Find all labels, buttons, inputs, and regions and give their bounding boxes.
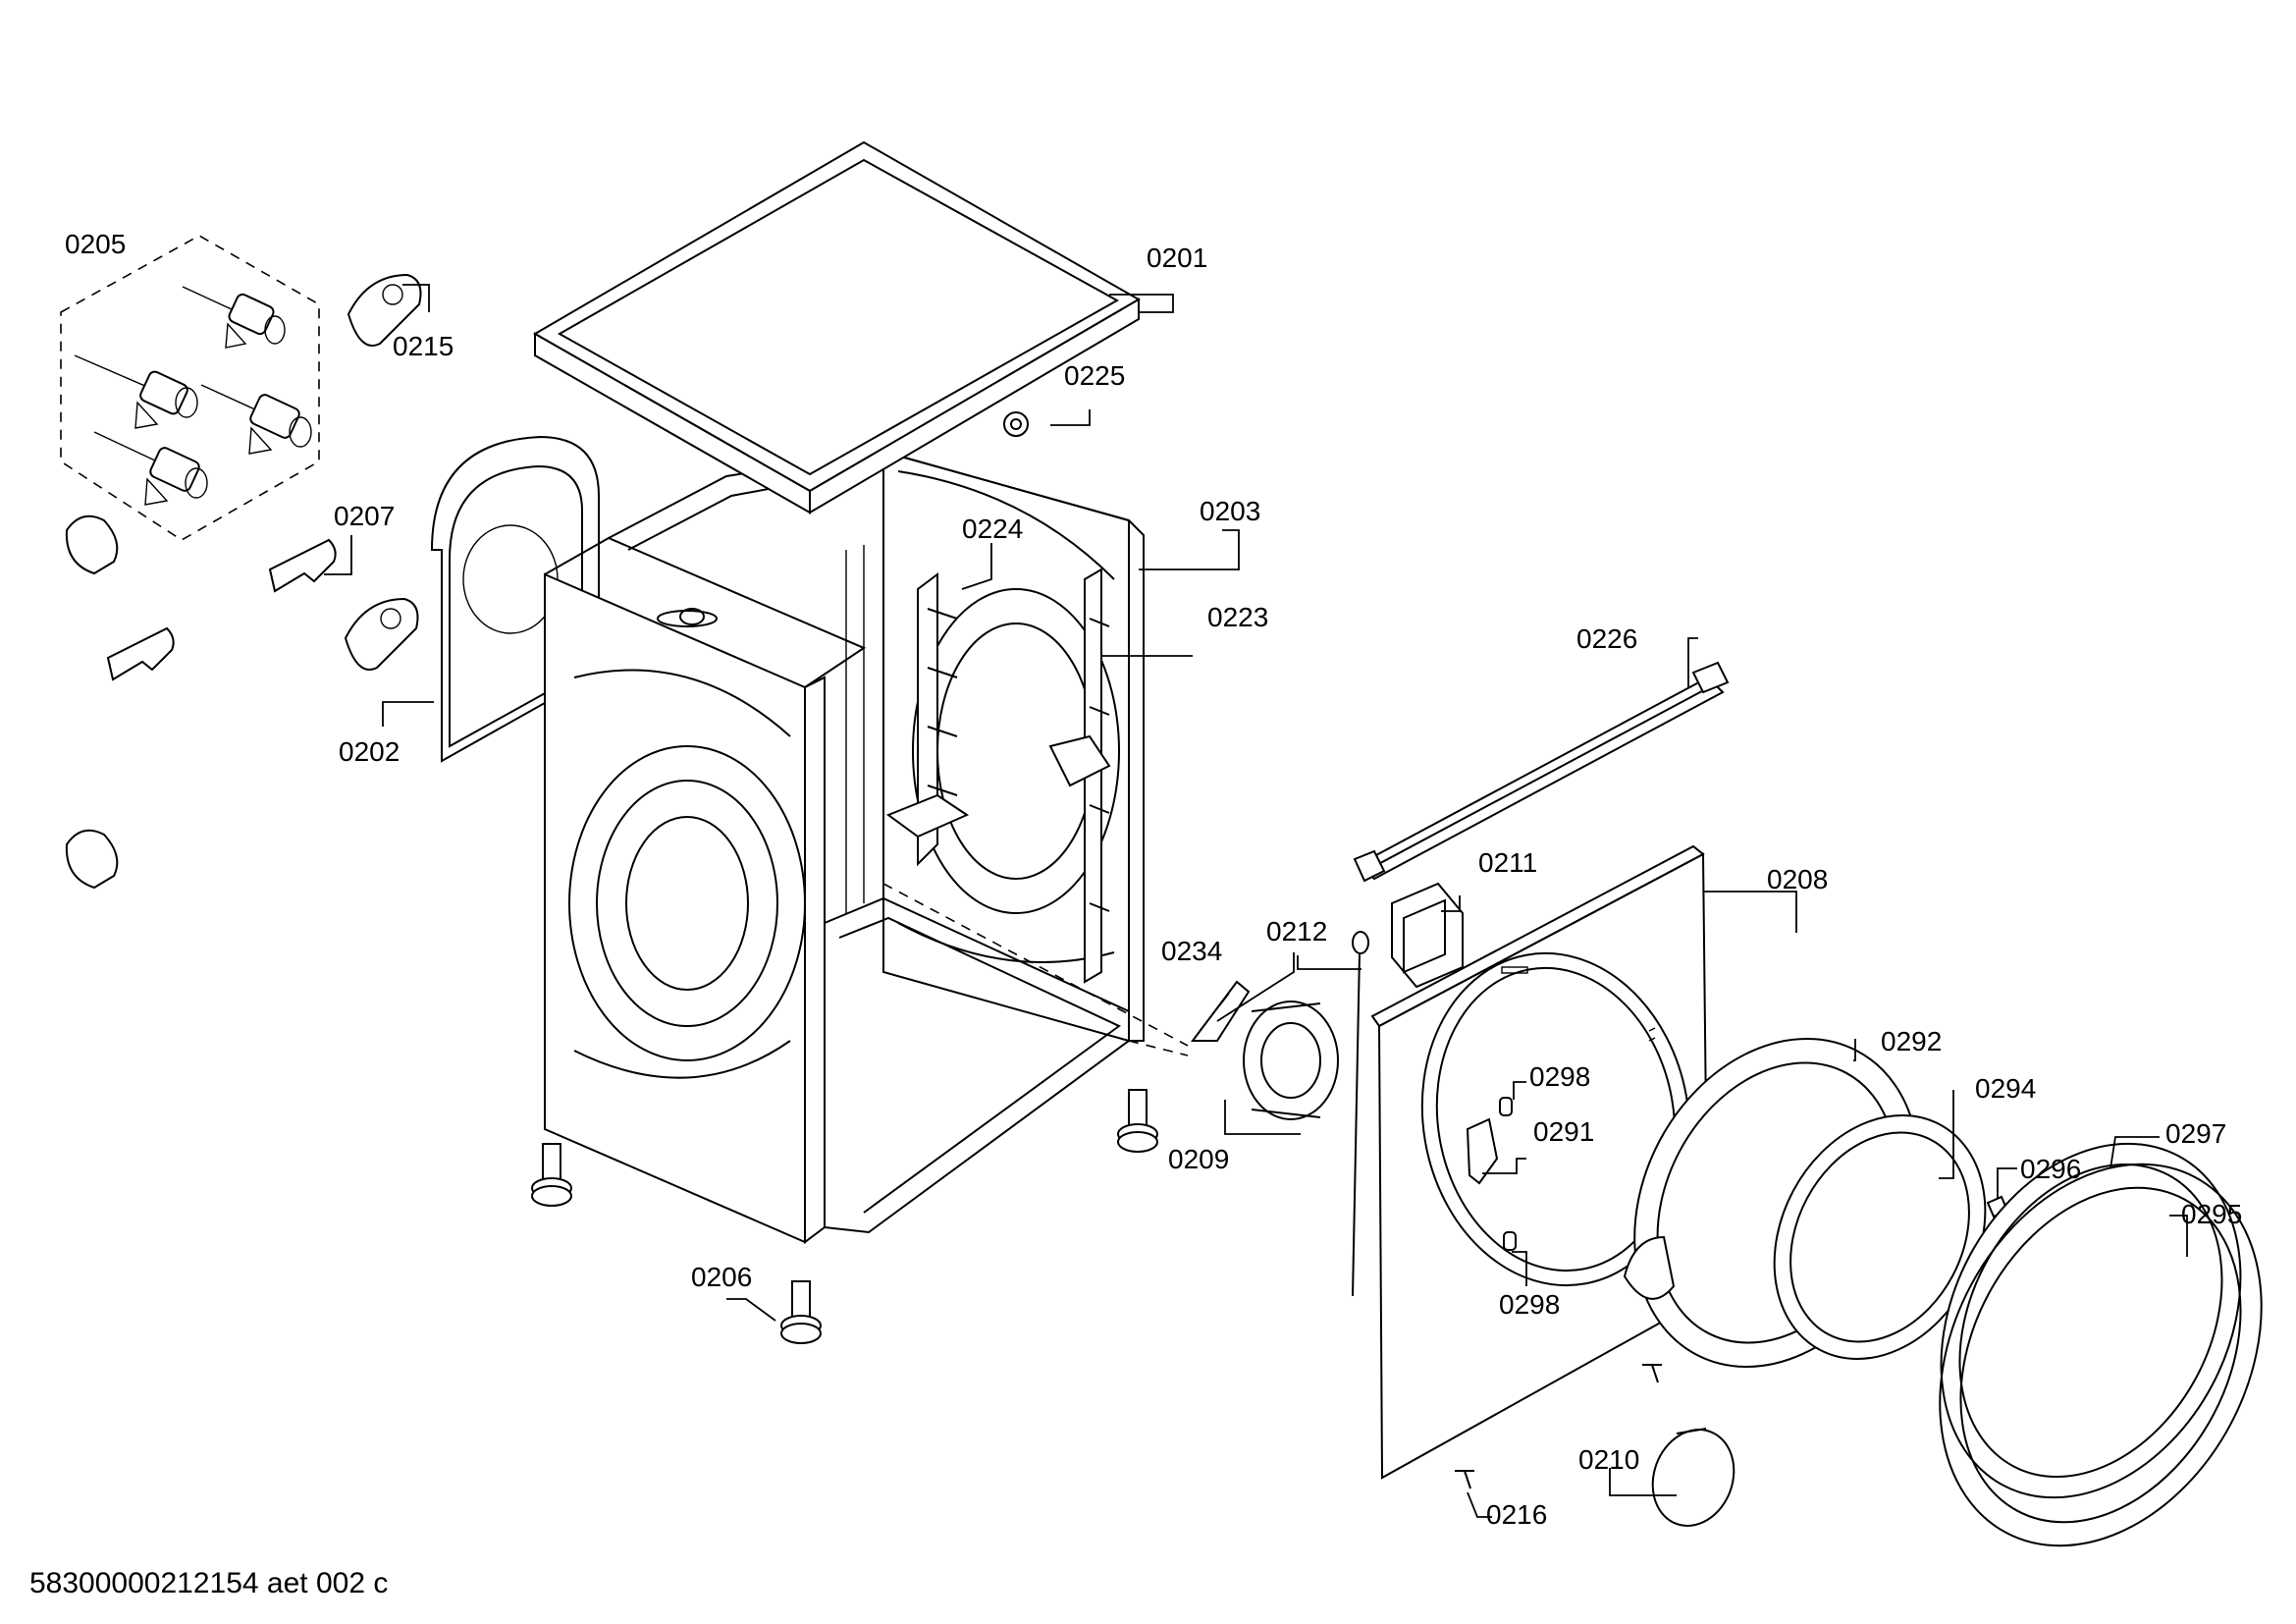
label-0208: 0208 <box>1767 864 1828 894</box>
label-0292: 0292 <box>1881 1026 1942 1056</box>
cable-tie-0212 <box>1352 931 1369 1297</box>
label-0223: 0223 <box>1207 602 1268 632</box>
leveling-feet <box>531 1089 1158 1344</box>
label-0295: 0295 <box>2181 1199 2242 1229</box>
leader-lines <box>324 284 2188 1518</box>
shock-absorber-group <box>60 235 320 541</box>
inner-rails <box>885 411 1111 984</box>
label-0224: 0224 <box>962 514 1023 544</box>
label-0234: 0234 <box>1161 936 1222 966</box>
label-0201: 0201 <box>1147 243 1207 273</box>
cabinet-body <box>544 450 1189 1244</box>
label-0296: 0296 <box>2020 1154 2081 1184</box>
pump-housing-0209 <box>1243 1001 1339 1120</box>
front-panel-0208 <box>1370 844 1710 1489</box>
top-lid <box>532 140 1142 514</box>
label-0211: 0211 <box>1478 847 1537 878</box>
label-0294: 0294 <box>1975 1073 2036 1104</box>
label-0207: 0207 <box>334 501 395 531</box>
label-0298b: 0298 <box>1499 1289 1560 1320</box>
part-labels: 0201 0205 0215 0225 0203 0224 0207 0223 … <box>65 229 2242 1530</box>
label-0206: 0206 <box>691 1262 752 1292</box>
service-flap-0210 <box>1651 1428 1735 1527</box>
door-inner-ring-0295 <box>1939 1163 2263 1547</box>
label-0203: 0203 <box>1200 496 1260 526</box>
label-0291: 0291 <box>1533 1116 1594 1147</box>
label-0225: 0225 <box>1064 360 1125 391</box>
label-0212: 0212 <box>1266 916 1327 947</box>
document-code: 58300000212154 aet 002 c <box>29 1567 388 1599</box>
label-0202: 0202 <box>339 736 400 767</box>
control-module-0211 <box>1391 882 1464 989</box>
label-0210: 0210 <box>1578 1444 1639 1475</box>
top-cross-rail-0226 <box>1353 661 1730 883</box>
side-covers <box>65 273 422 890</box>
label-0215: 0215 <box>393 331 454 361</box>
label-0298a: 0298 <box>1529 1061 1590 1092</box>
label-0205: 0205 <box>65 229 126 259</box>
bracket-0234 <box>1191 980 1251 1042</box>
label-0209: 0209 <box>1168 1144 1229 1174</box>
label-0216: 0216 <box>1486 1499 1547 1530</box>
door-frame-0297 <box>1940 1142 2242 1499</box>
label-0297: 0297 <box>2165 1118 2226 1149</box>
label-0226: 0226 <box>1576 623 1637 654</box>
